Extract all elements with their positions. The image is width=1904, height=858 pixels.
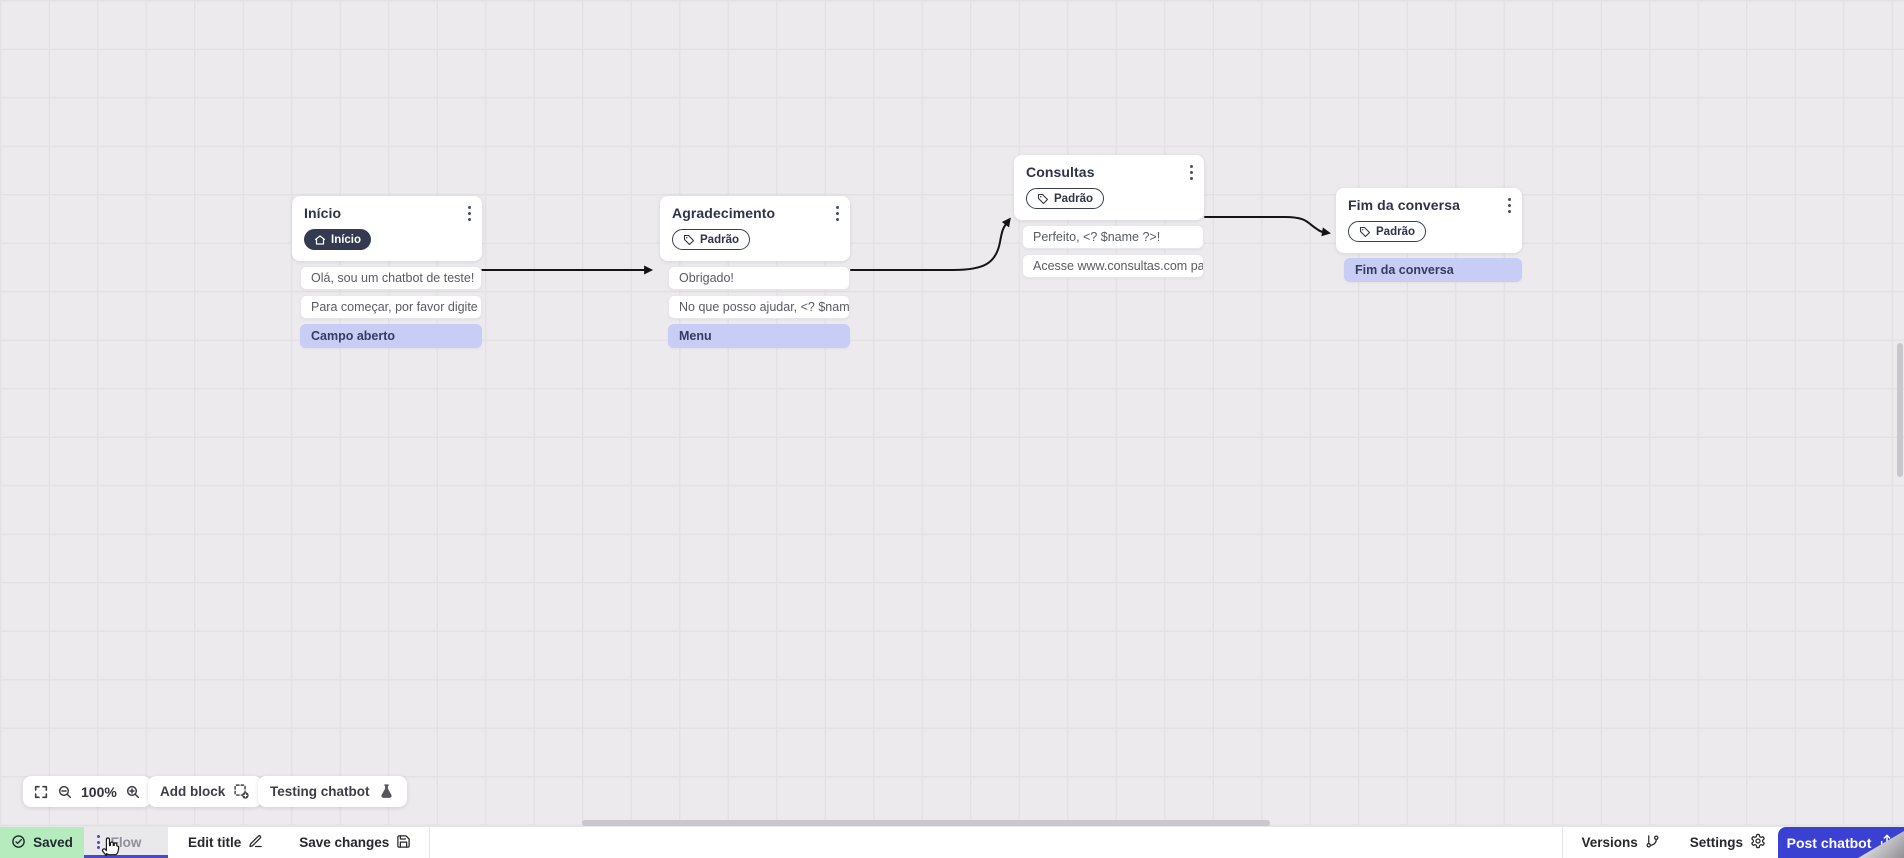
horizontal-scrollbar[interactable] [582,820,1270,826]
node-header[interactable]: Fim da conversa Padrão [1336,188,1522,253]
node-badge-label: Início [331,233,362,246]
saved-label: Saved [33,835,73,850]
flow-node-fim-da-conversa[interactable]: Fim da conversa Padrão Fim da conversa [1336,188,1522,287]
input-bubble[interactable]: Menu [668,323,850,348]
floppy-disk-icon [396,834,411,852]
gear-icon [1750,833,1766,852]
node-title: Início [304,205,342,221]
fullscreen-icon[interactable] [33,784,49,800]
testing-chatbot-button[interactable]: Testing chatbot [258,776,407,807]
zoom-level: 100% [81,783,117,800]
input-bubble[interactable]: Fim da conversa [1344,257,1522,282]
divider [1562,827,1564,858]
kebab-menu-icon[interactable] [1190,165,1193,180]
post-chatbot-label: Post chatbot [1786,834,1872,851]
add-block-icon [233,783,250,800]
testing-chatbot-label: Testing chatbot [270,784,370,799]
message-bubble[interactable]: Olá, sou um chatbot de teste! [300,265,482,290]
saved-status-badge: Saved [0,827,84,858]
versions-label: Versions [1581,835,1638,850]
node-badge-label: Padrão [1054,192,1093,205]
flow-node-agradecimento[interactable]: Agradecimento Padrão Obrigado! No que po… [660,196,850,353]
settings-button[interactable]: Settings [1690,827,1766,858]
node-header[interactable]: Agradecimento Padrão [660,196,850,261]
add-block-button[interactable]: Add block [148,776,263,807]
settings-label: Settings [1689,835,1743,850]
tag-icon [1359,226,1371,238]
kebab-menu-icon[interactable] [468,206,471,221]
bottom-bar: Saved Flow Edit title Save changes Versi… [0,826,1904,858]
tab-flow[interactable]: Flow [84,827,168,858]
divider [429,827,431,858]
vertical-scrollbar[interactable] [1897,343,1903,477]
node-title: Consultas [1026,164,1095,180]
add-block-label: Add block [160,784,226,799]
kebab-menu-icon[interactable] [836,206,839,221]
node-header[interactable]: Consultas Padrão [1014,155,1204,220]
save-changes-label: Save changes [299,835,390,850]
message-bubble[interactable]: Obrigado! [668,265,850,290]
versions-button[interactable]: Versions [1581,827,1659,858]
flow-tab-label: Flow [110,835,142,850]
edit-title-label: Edit title [188,835,242,850]
edit-title-button[interactable]: Edit title [188,827,263,858]
node-badge: Padrão [1348,221,1426,242]
node-badge: Padrão [672,229,750,250]
connector-consultas-fim [1204,216,1331,237]
pencil-icon [248,834,263,852]
input-bubble[interactable]: Campo aberto [300,323,482,348]
node-badge: Início [304,229,372,250]
message-bubble[interactable]: Para começar, por favor digite o ... [300,294,482,319]
flask-icon [378,783,395,800]
node-badge: Padrão [1026,188,1104,209]
kebab-menu-icon[interactable] [1508,198,1511,213]
zoom-in-icon[interactable] [125,784,141,800]
node-title: Fim da conversa [1348,197,1460,213]
zoom-out-icon[interactable] [57,784,73,800]
git-branch-icon [1645,834,1660,852]
flow-node-inicio[interactable]: Início Início Olá, sou um chatbot de tes… [292,196,482,353]
save-changes-button[interactable]: Save changes [299,827,411,858]
node-badge-label: Padrão [700,233,739,246]
node-title: Agradecimento [672,205,776,221]
node-header[interactable]: Início Início [292,196,482,261]
check-circle-icon [11,834,26,852]
kebab-menu-icon[interactable] [97,835,100,849]
tag-icon [1037,193,1049,205]
node-badge-label: Padrão [1376,225,1415,238]
active-tab-indicator [84,855,168,858]
flow-node-consultas[interactable]: Consultas Padrão Perfeito, <? $name ?>! … [1014,155,1204,283]
tag-icon [683,234,695,246]
home-icon [314,234,326,246]
message-bubble[interactable]: Acesse www.consultas.com par... [1022,253,1204,278]
message-bubble[interactable]: No que posso ajudar, <? $name ... [668,294,850,319]
connector-agradecimento-consultas [850,217,1011,271]
message-bubble[interactable]: Perfeito, <? $name ?>! [1022,224,1204,249]
zoom-toolbar: 100% [23,776,151,807]
